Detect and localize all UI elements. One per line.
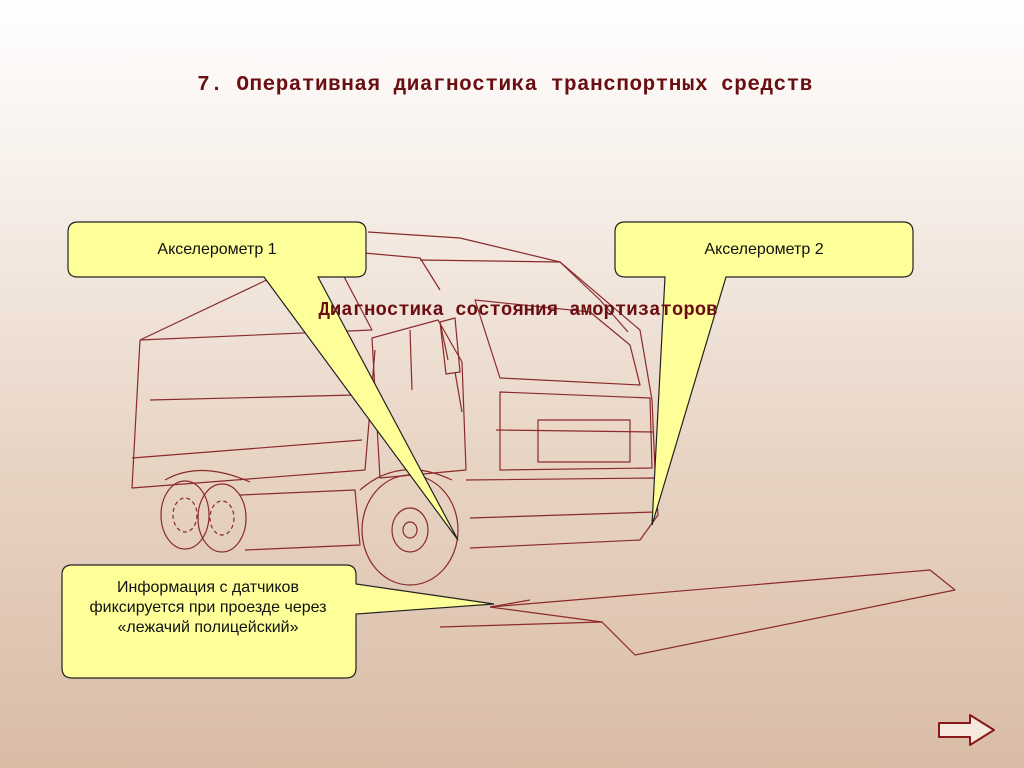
grille-inner (537, 419, 631, 463)
callout-accelerometer-1-shape (67, 221, 459, 541)
callout-accelerometer-2-label: Акселерометр 2 (704, 241, 824, 258)
grille (499, 391, 653, 471)
callout-info-label: Информация с датчиков фиксируется при пр… (89, 579, 327, 636)
callout-accelerometer-1-label: Акселерометр 1 (157, 241, 277, 258)
cab-front (419, 259, 656, 471)
cargo-box-top (139, 249, 441, 341)
mirror (439, 317, 461, 375)
rear-wheel-1 (160, 480, 210, 550)
speed-bump (439, 569, 956, 656)
rear-wheel-2 (197, 483, 247, 553)
slide-subtitle: Диагностика состояния амортизаторов (318, 299, 718, 321)
callout-info-shape (61, 564, 495, 679)
callout-accelerometer-2-shape (614, 221, 914, 526)
next-slide-button[interactable] (936, 712, 998, 748)
bumper (469, 511, 656, 519)
cargo-box-edge (131, 439, 363, 459)
slide-title: 7. Оперативная диагностика транспортных … (197, 74, 813, 97)
front-wheel (361, 474, 459, 586)
cab-windshield (474, 299, 641, 386)
right-arrow-icon (938, 714, 995, 746)
cab-door (371, 319, 467, 479)
